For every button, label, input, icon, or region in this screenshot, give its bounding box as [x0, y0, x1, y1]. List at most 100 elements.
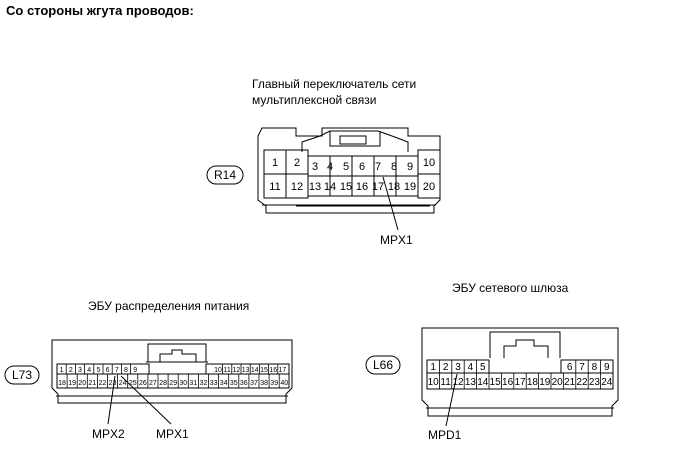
- l73-code: L73: [12, 368, 32, 382]
- pin-number: 20: [78, 380, 86, 387]
- l73-callout-label: MPX2: [92, 427, 125, 441]
- l73-callout-label: MPX1: [156, 427, 189, 441]
- pin-number: 36: [240, 380, 248, 387]
- r14-pin: 4: [327, 161, 333, 173]
- l66-title: ЭБУ сетевого шлюза: [452, 281, 569, 295]
- pin-number: 4: [468, 362, 474, 373]
- pin-number: 18: [58, 380, 66, 387]
- l66-callout-label: MPD1: [428, 428, 462, 442]
- l73-callout-mpx1: MPX1: [120, 375, 189, 441]
- pin-number: 14: [251, 367, 259, 374]
- r14-pin: 8: [391, 161, 397, 173]
- r14-pins-top: 1 2 3 4 5 6 7 8 9 10: [272, 157, 435, 173]
- pin-number: 9: [133, 367, 137, 374]
- r14-pin-grid: [263, 149, 441, 199]
- pin-number: 1: [60, 367, 64, 374]
- r14-connector: [257, 127, 441, 214]
- pin-number: 37: [250, 380, 258, 387]
- pin-number: 13: [465, 377, 477, 388]
- pin-number: 3: [455, 362, 461, 373]
- r14-pin: 7: [375, 161, 381, 173]
- pin-number: 1: [430, 362, 436, 373]
- l66-callout-mpd1: MPD1: [428, 373, 462, 442]
- l73-title: ЭБУ распределения питания: [88, 299, 250, 313]
- pin-number: 8: [592, 362, 598, 373]
- pin-number: 32: [200, 380, 208, 387]
- pin-number: 16: [269, 367, 277, 374]
- pin-number: 8: [124, 367, 128, 374]
- pin-number: 23: [109, 380, 117, 387]
- pin-number: 11: [440, 377, 451, 388]
- r14-pin: 3: [312, 161, 318, 173]
- r14-pins-bottom: 11 12 13 14 15 16 17 18 19 20: [269, 181, 435, 193]
- pin-number: 9: [604, 362, 610, 373]
- r14-pin: 10: [423, 157, 435, 169]
- r14-pin: 19: [404, 181, 416, 193]
- pin-number: 13: [242, 367, 250, 374]
- r14-code: R14: [214, 168, 236, 182]
- pin-number: 19: [539, 377, 551, 388]
- pin-number: 5: [96, 367, 100, 374]
- pin-number: 38: [260, 380, 268, 387]
- r14-pin: 1: [272, 157, 278, 169]
- r14-pin: 14: [324, 181, 336, 193]
- pin-number: 28: [159, 380, 167, 387]
- r14-pin: 17: [372, 181, 384, 193]
- pin-number: 29: [169, 380, 177, 387]
- r14-code-badge: R14: [206, 165, 244, 185]
- r14-pin: 15: [340, 181, 352, 193]
- pin-number: 19: [68, 380, 76, 387]
- r14-pin: 16: [356, 181, 368, 193]
- pin-number: 14: [477, 377, 489, 388]
- pin-number: 16: [502, 377, 514, 388]
- pin-number: 7: [579, 362, 585, 373]
- l73-callout-mpx2: MPX2: [92, 375, 125, 441]
- r14-pin: 11: [269, 181, 280, 193]
- l66-code: L66: [373, 358, 393, 372]
- pin-number: 39: [270, 380, 278, 387]
- pin-number: 30: [179, 380, 187, 387]
- pin-number: 22: [99, 380, 107, 387]
- r14-pin: 2: [294, 157, 300, 169]
- pin-number: 11: [224, 367, 231, 374]
- r14-callout-mpx1: MPX1: [380, 176, 413, 247]
- pin-number: 4: [87, 367, 91, 374]
- l66-connector: [421, 327, 619, 417]
- r14-pin: 12: [291, 181, 303, 193]
- r14-title-line2: мультиплексной связи: [252, 93, 377, 107]
- pin-number: 27: [149, 380, 157, 387]
- pin-number: 26: [139, 380, 147, 387]
- r14-pin: 9: [407, 161, 413, 173]
- pin-number: 2: [69, 367, 73, 374]
- r14-pin: 6: [359, 161, 365, 173]
- pin-number: 3: [78, 367, 82, 374]
- r14-pin: 13: [309, 181, 321, 193]
- pin-number: 6: [106, 367, 110, 374]
- pin-number: 21: [564, 377, 576, 388]
- pin-number: 15: [490, 377, 502, 388]
- pin-number: 21: [88, 380, 96, 387]
- pin-number: 23: [589, 377, 601, 388]
- l73-code-badge: L73: [4, 365, 40, 385]
- pin-number: 35: [230, 380, 238, 387]
- r14-callout-label: MPX1: [380, 233, 413, 247]
- r14-pin: 20: [423, 181, 435, 193]
- pin-number: 33: [210, 380, 218, 387]
- pin-number: 20: [552, 377, 564, 388]
- pin-number: 24: [601, 377, 613, 388]
- pin-number: 31: [189, 380, 197, 387]
- l73-connector: [51, 339, 293, 404]
- pin-number: 17: [514, 377, 526, 388]
- l66-pin-grid: [426, 359, 614, 390]
- r14-title-line1: Главный переключатель сети: [252, 77, 417, 91]
- l66-code-badge: L66: [365, 355, 401, 375]
- pin-number: 22: [576, 377, 588, 388]
- pin-number: 40: [280, 380, 288, 387]
- pin-number: 10: [214, 367, 222, 374]
- pin-number: 15: [260, 367, 268, 374]
